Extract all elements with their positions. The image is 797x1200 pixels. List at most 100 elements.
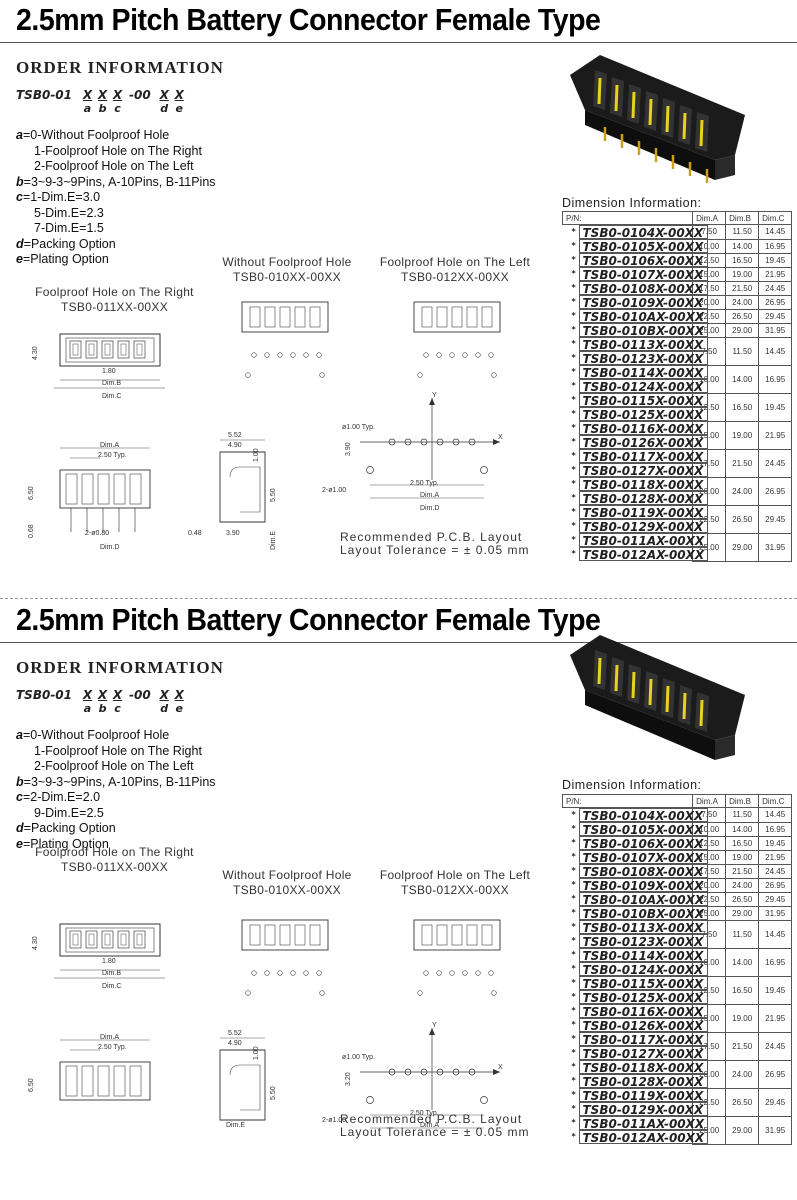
pn-text: TSB0-0108X-00XX: [582, 865, 704, 879]
pcb-layout: [360, 398, 500, 499]
dim-pcb-2-50-typ: 2.50 Typ.: [410, 480, 439, 487]
slot-letter: b: [98, 102, 107, 115]
pn-text: TSB0-0106X-00XX: [582, 254, 704, 268]
pn-text: TSB0-010BX-00XX: [582, 324, 705, 338]
dim-c-cell: 24.45: [758, 280, 793, 296]
option-line: b=3~9-3~9Pins, A-10Pins, B-11Pins: [16, 775, 216, 791]
pn-cell: *TSB0-0127X-00XX: [572, 463, 709, 478]
connector-render-icon: [570, 635, 745, 760]
slot-letter: a: [83, 702, 92, 715]
pn-cell: *TSB0-0108X-00XX: [572, 864, 709, 879]
pn-text: TSB0-0109X-00XX: [582, 879, 704, 893]
view-right-pn: TSB0-011XX-00XX: [61, 860, 168, 874]
asterisk-icon: *: [571, 964, 576, 973]
pn-text: TSB0-0114X-00XX: [582, 366, 704, 380]
pn-cell: *TSB0-0107X-00XX: [572, 850, 709, 865]
pn-cell: *TSB0-010AX-00XX: [572, 892, 709, 907]
table-row: *TSB0-0125X-00XX: [563, 407, 792, 422]
slot-letter: e: [175, 702, 183, 715]
asterisk-icon: *: [571, 241, 576, 250]
pn-cell: *TSB0-012AX-00XX: [572, 547, 709, 562]
table-row: *TSB0-0128X-00XX: [563, 1074, 792, 1089]
slot-letter: e: [175, 102, 183, 115]
option-line: b=3~9-3~9Pins, A-10Pins, B-11Pins: [16, 175, 216, 191]
pn-cell: *TSB0-0117X-00XX: [572, 449, 709, 464]
asterisk-icon: *: [571, 824, 576, 833]
dim-b-cell: 16.50: [725, 392, 760, 422]
pn-cell: * TSB0-010BX-00XX: [572, 323, 709, 338]
table-header-cell: Dim.C: [758, 794, 793, 808]
sheet-title: 2.5mm Pitch Battery Connector Female Typ…: [16, 602, 601, 637]
asterisk-icon: *: [571, 325, 576, 334]
pn-text: TSB0-0116X-00XX: [582, 422, 704, 436]
part-separator: -00: [129, 688, 151, 702]
x-axis-label: X: [498, 434, 503, 441]
asterisk-icon: *: [571, 283, 576, 292]
pn-cell: *TSB0-0124X-00XX: [572, 962, 709, 977]
pn-text: TSB0-0109X-00XX: [582, 296, 704, 310]
view-left-pn: TSB0-012XX-00XX: [401, 883, 509, 897]
dim-c-cell: 24.45: [758, 863, 793, 879]
dimension-title: Dimension Information:: [562, 196, 702, 210]
pn-cell: *TSB0-0105X-00XX: [572, 822, 709, 837]
pn-cell: *TSB0-0116X-00XX: [572, 421, 709, 436]
table-row: *TSB0-0123X-00XX: [563, 351, 792, 366]
dim-b-cell: 19.00: [725, 1003, 760, 1033]
asterisk-icon: *: [571, 297, 576, 306]
pn-text: TSB0-0119X-00XX: [582, 506, 704, 520]
dim-b-cell: 24.00: [725, 1059, 760, 1089]
pn-text: TSB0-010AX-00XX: [582, 310, 705, 324]
dim-6-50: 6.50: [28, 1078, 35, 1092]
asterisk-icon: *: [571, 521, 576, 530]
dim-4-90: 4.90: [228, 442, 242, 449]
pn-cell: *TSB0-012AX-00XX: [572, 1130, 709, 1145]
option-line: c=1-Dim.E=3.0: [16, 190, 216, 206]
dim-b-cell: 16.50: [725, 975, 760, 1005]
option-text: 1-Foolproof Hole on The Right: [34, 143, 202, 158]
dim-2-50-typ: 2.50 Typ.: [98, 452, 127, 459]
table-header-cell: Dim.A: [692, 211, 727, 225]
slot-placeholder: X: [174, 88, 184, 102]
dimension-title: Dimension Information:: [562, 778, 702, 792]
table-row: *TSB0-0127X-00XX: [563, 1046, 792, 1061]
dim-4-30: 4.30: [32, 346, 39, 360]
pn-cell: * TSB0-0129X-00XX: [572, 519, 709, 534]
option-key: b: [16, 774, 24, 789]
slot-placeholder: X: [159, 88, 169, 102]
option-line: e=Plating Option: [16, 837, 216, 853]
dim-c-cell: 31.95: [758, 1115, 793, 1145]
view-without-title: Without Foolproof Hole: [222, 255, 352, 269]
dim-b-cell: 26.50: [725, 308, 760, 324]
dim-c-cell: 26.95: [758, 1059, 793, 1089]
pn-cell: *TSB0-0114X-00XX: [572, 948, 709, 963]
pn-text: TSB0-0125X-00XX: [582, 991, 704, 1005]
table-header-cell: P/N:: [561, 211, 694, 225]
pn-text: TSB0-0129X-00XX: [582, 520, 704, 534]
pn-cell: *TSB0-0113X-00XX: [572, 920, 709, 935]
slot-placeholder: X: [97, 88, 108, 102]
view-right-title: Foolproof Hole on The Right: [35, 845, 194, 859]
view-without-pn: TSB0-010XX-00XX: [233, 883, 341, 897]
dim-c-cell: 21.95: [758, 1003, 793, 1033]
asterisk-icon: *: [571, 1062, 576, 1071]
dim-b-cell: 19.00: [725, 849, 760, 865]
option-text: 5-Dim.E=2.3: [34, 205, 104, 220]
option-key: a: [16, 728, 23, 742]
dim-b-cell: 24.00: [725, 476, 760, 506]
dim-c-cell: 16.95: [758, 238, 793, 254]
dim-c-cell: 29.45: [758, 891, 793, 907]
pn-text: TSB0-0115X-00XX: [582, 977, 704, 991]
title-rule: [0, 42, 797, 43]
option-key: d: [16, 236, 24, 251]
